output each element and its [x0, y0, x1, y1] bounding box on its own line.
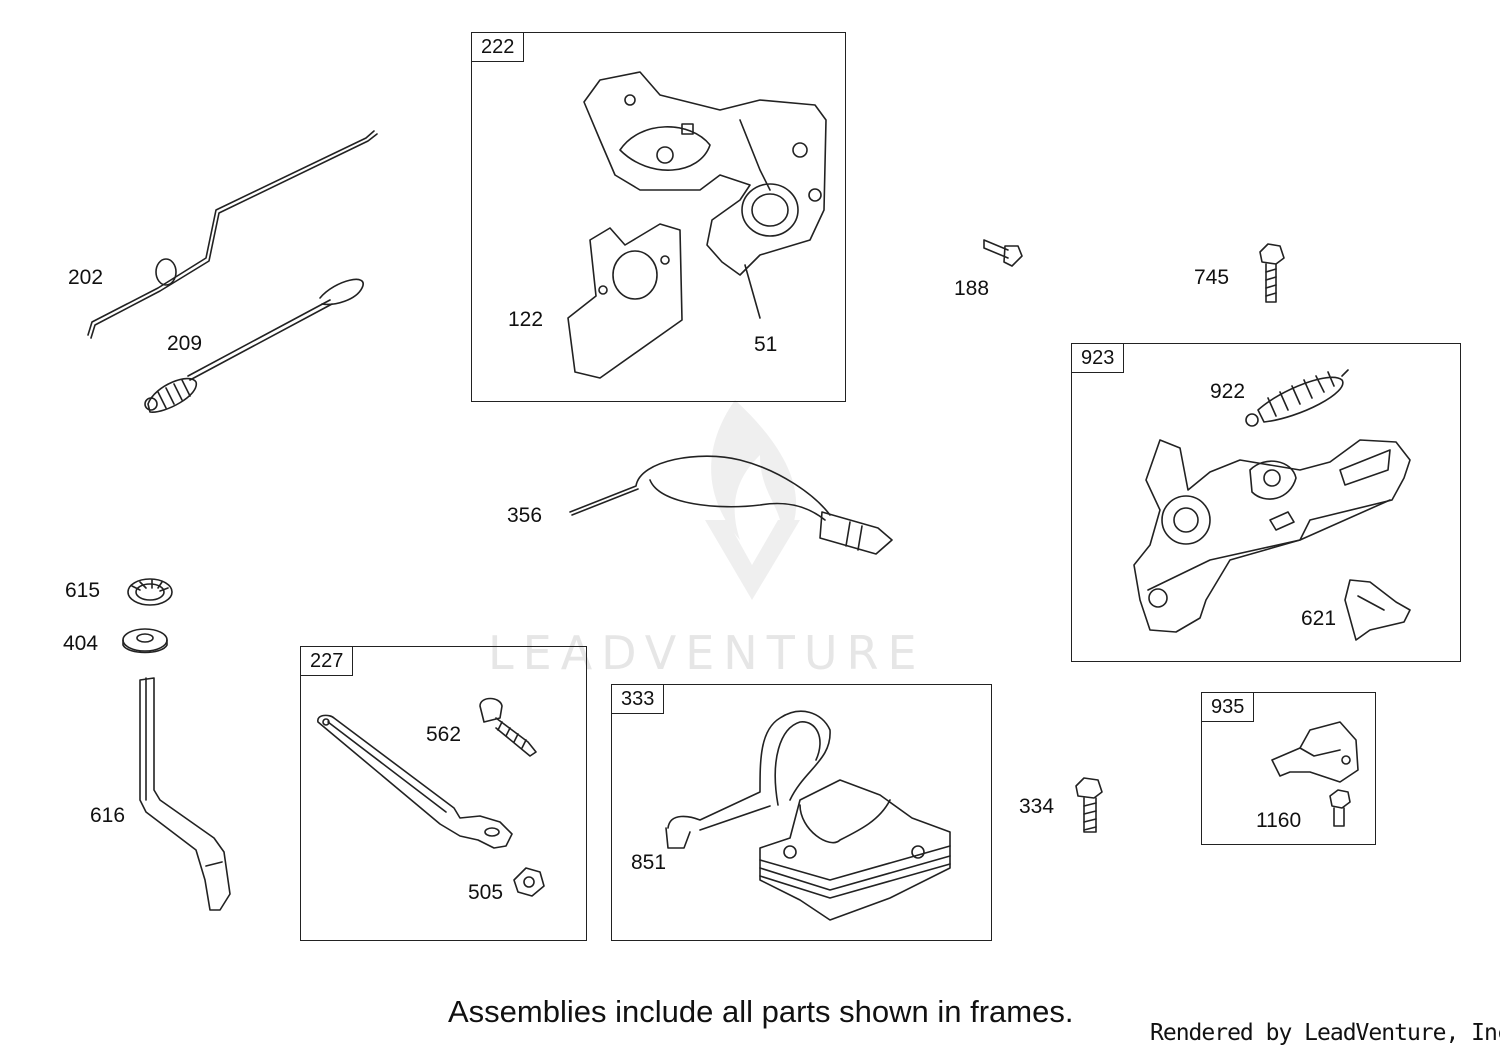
part-227-lever-assembly	[317, 714, 513, 849]
assemblies-note: Assemblies include all parts shown in fr…	[448, 994, 1074, 1029]
callout-51: 51	[754, 333, 778, 356]
part-334-bolt	[1075, 777, 1103, 833]
part-202-governor-link	[87, 130, 378, 339]
part-923-control-assembly	[1133, 439, 1411, 633]
part-356-ground-wire	[569, 455, 893, 555]
frame-227: 227	[300, 646, 587, 941]
frame-label-227: 227	[300, 646, 354, 676]
frame-333: 333	[611, 684, 992, 941]
callout-209: 209	[167, 332, 203, 355]
render-credit: Rendered by LeadVenture, Inc.	[1150, 1020, 1500, 1046]
part-615-retainer	[127, 578, 173, 606]
callout-334: 334	[1019, 795, 1055, 818]
callout-404: 404	[63, 632, 99, 655]
callout-188: 188	[954, 277, 990, 300]
frame-935: 935	[1201, 692, 1376, 845]
part-222-carb-bracket	[583, 71, 827, 319]
callout-505: 505	[468, 881, 504, 904]
part-188-screw	[983, 239, 1023, 267]
callout-851: 851	[631, 851, 667, 874]
callout-356: 356	[507, 504, 543, 527]
callout-1160: 1160	[1256, 809, 1302, 832]
part-621-clip	[1344, 579, 1411, 641]
callout-615: 615	[65, 579, 101, 602]
frame-222: 222	[471, 32, 846, 402]
frame-label-222: 222	[471, 32, 525, 62]
part-745-bolt	[1259, 243, 1285, 303]
callout-616: 616	[90, 804, 126, 827]
frame-923: 923	[1071, 343, 1461, 662]
part-562-screw	[479, 697, 537, 757]
part-1160-screw	[1329, 789, 1351, 827]
frame-label-935: 935	[1201, 692, 1255, 722]
frame-label-923: 923	[1071, 343, 1125, 373]
part-505-nut	[513, 867, 545, 897]
callout-621: 621	[1301, 607, 1337, 630]
part-122-gasket	[567, 223, 683, 379]
frame-label-333: 333	[611, 684, 665, 714]
callout-745: 745	[1194, 266, 1230, 289]
callout-122: 122	[508, 308, 544, 331]
part-922-governor-spring	[1245, 369, 1349, 427]
watermark-text: LEADVENTURE	[488, 626, 926, 680]
callout-202: 202	[68, 266, 104, 289]
callout-562: 562	[426, 723, 462, 746]
part-209-spring	[144, 278, 364, 413]
part-333-armature	[665, 710, 951, 921]
callout-922: 922	[1210, 380, 1246, 403]
part-616-control-lever	[139, 677, 231, 911]
part-935-stop-switch	[1271, 721, 1359, 783]
part-404-washer	[122, 628, 168, 654]
